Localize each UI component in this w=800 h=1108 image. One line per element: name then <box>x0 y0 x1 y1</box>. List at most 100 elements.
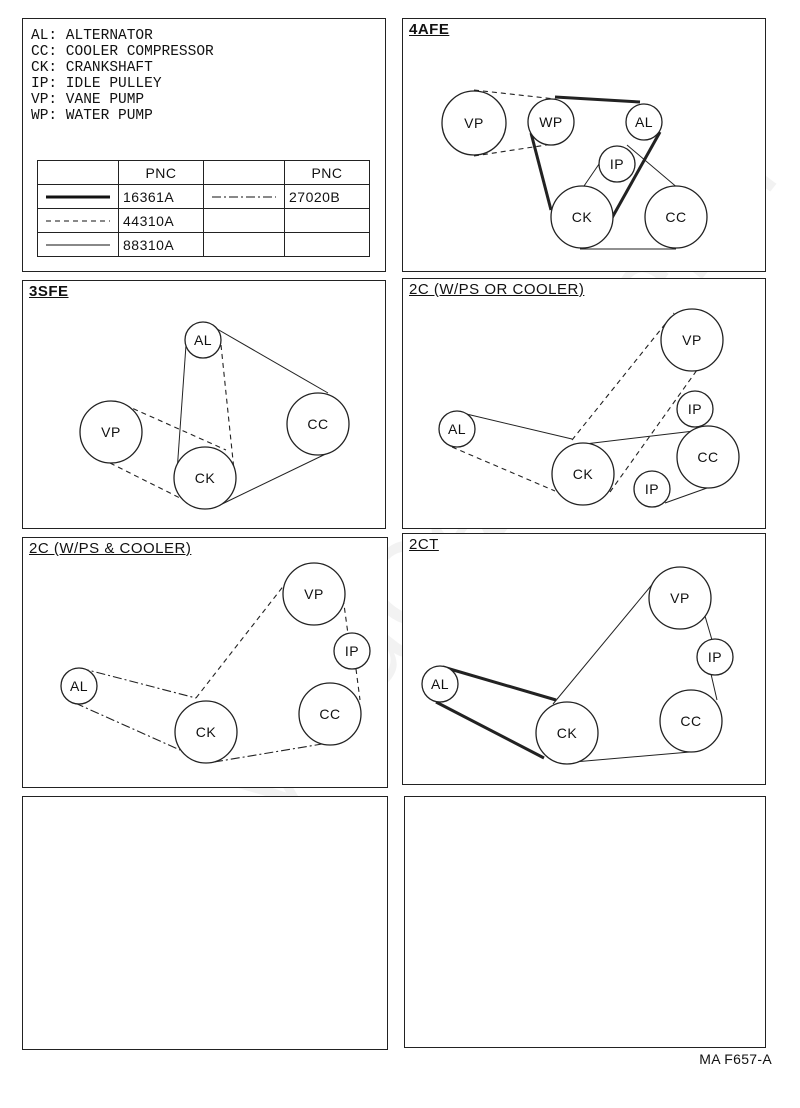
pulley-2c-and-al: AL <box>60 667 98 705</box>
svg-text:AL: AL <box>70 678 88 694</box>
belt-3sfe-al-cc <box>204 321 329 394</box>
pulley-2c-or-ip-bottom: IP <box>633 470 671 508</box>
svg-text:WP: WP <box>539 114 563 130</box>
svg-text:VP: VP <box>101 424 121 440</box>
panel-title-4afe: 4AFE <box>409 21 450 38</box>
belt-3sfe-ck-cc <box>219 449 335 506</box>
pulley-2ct-ip: IP <box>696 638 734 676</box>
svg-text:IP: IP <box>708 649 722 665</box>
pulley-2ct-vp: VP <box>648 566 712 630</box>
pnc-code-44310a: 44310A <box>118 208 204 233</box>
pnc-header-right: PNC <box>284 160 370 185</box>
svg-text:CK: CK <box>572 209 593 225</box>
svg-text:IP: IP <box>645 481 659 497</box>
legend-cc: CC: COOLER COMPRESSOR <box>31 44 214 60</box>
belt-2ct-ck-vp <box>552 574 661 705</box>
legend-al: AL: ALTERNATOR <box>31 28 153 44</box>
diagram-2ct: VP IP AL CC CK <box>421 566 734 765</box>
thick-line-sample <box>37 184 119 209</box>
pulley-2c-and-cc: CC <box>298 682 362 746</box>
svg-text:VP: VP <box>670 590 690 606</box>
figure-code: MA F657-A <box>699 1051 772 1067</box>
panel-empty-right <box>404 796 766 1048</box>
belt-2c-or-al-ck-bottom <box>451 446 556 492</box>
svg-text:AL: AL <box>448 421 466 437</box>
belt-2c-or-ck-cc-top <box>584 430 695 445</box>
pulley-2c-and-vp: VP <box>282 562 346 626</box>
belt-4afe-wp-al-top <box>554 95 641 104</box>
pulley-2c-or-al: AL <box>438 410 476 448</box>
diagram-4afe: VP WP AL IP CK CC <box>441 89 708 250</box>
svg-text:IP: IP <box>688 401 702 417</box>
pulley-2ct-ck: CK <box>535 701 599 765</box>
pulley-2c-or-vp: VP <box>660 308 724 372</box>
diagram-3sfe: AL VP CK CC <box>79 321 350 510</box>
belt-2ct-al-ck-top <box>442 665 557 702</box>
svg-text:VP: VP <box>682 332 702 348</box>
pulley-2ct-cc: CC <box>659 689 723 753</box>
svg-text:VP: VP <box>464 115 484 131</box>
belt-3sfe-vp-ck-top <box>124 404 227 451</box>
pulley-3sfe-vp: VP <box>79 400 143 464</box>
pulley-2c-or-ck: CK <box>551 442 615 506</box>
pulley-2c-and-ck: CK <box>174 700 238 764</box>
pulley-3sfe-al: AL <box>184 321 222 359</box>
legend-ip: IP: IDLE PULLEY <box>31 76 162 92</box>
belt-2c-and-vp-ip <box>341 589 349 635</box>
belt-2c-or-al-ck-top <box>457 411 573 440</box>
panel-empty-left <box>22 796 388 1050</box>
svg-text:CC: CC <box>665 209 686 225</box>
pulley-2c-or-cc: CC <box>676 425 740 489</box>
diagram-2c-or: VP IP AL CC CK IP <box>438 308 740 508</box>
pulley-3sfe-cc: CC <box>286 392 350 456</box>
belt-2c-and-al-ck-bottom <box>74 702 181 751</box>
pulley-2c-or-ip-top: IP <box>676 390 714 428</box>
belt-4afe-vp-wp-top <box>473 89 556 100</box>
pnc-table: PNC PNC 16361A 27020B 44310A <box>37 160 370 257</box>
svg-text:VP: VP <box>304 586 324 602</box>
svg-text:AL: AL <box>194 332 212 348</box>
pulley-4afe-ck: CK <box>550 185 614 249</box>
legend-panel: AL: ALTERNATOR CC: COOLER COMPRESSOR CK:… <box>22 18 386 272</box>
svg-text:IP: IP <box>610 156 624 172</box>
belt-2ct-al-ck-bottom <box>435 700 545 760</box>
belt-2c-and-al-ck-top <box>79 667 197 699</box>
svg-text:CK: CK <box>195 470 216 486</box>
svg-text:CC: CC <box>307 416 328 432</box>
svg-text:CK: CK <box>196 724 217 740</box>
svg-text:CC: CC <box>697 449 718 465</box>
belt-2c-and-ck-cc <box>213 741 335 763</box>
pulley-4afe-al: AL <box>625 103 663 141</box>
panel-title-2c-or: 2C (W/PS OR COOLER) <box>409 281 585 298</box>
diagram-2c-and: VP IP AL CC CK <box>60 562 371 764</box>
dashed-line-sample <box>37 208 119 233</box>
belt-2c-or-ck-vp-right <box>609 369 698 493</box>
belt-2c-or-ip-cc <box>664 487 708 504</box>
belt-2ct-vp-ip <box>704 615 713 641</box>
panel-title-2c-and: 2C (W/PS & COOLER) <box>29 540 192 557</box>
belt-4afe-vp-wp-bottom <box>473 143 554 157</box>
legend-vp: VP: VANE PUMP <box>31 92 145 108</box>
pulley-4afe-wp: WP <box>527 98 575 146</box>
panel-title-2ct: 2CT <box>409 536 439 553</box>
belt-2ct-ip-cc <box>710 673 718 701</box>
svg-text:CK: CK <box>557 725 578 741</box>
pulley-2ct-al: AL <box>421 665 459 703</box>
belt-3sfe-al-ck-left <box>176 344 187 473</box>
belt-2ct-ck-cc <box>573 751 691 763</box>
belt-4afe-al-ck <box>606 131 662 226</box>
pnc-header-left: PNC <box>118 160 204 185</box>
pulley-2c-and-ip: IP <box>333 632 371 670</box>
pulley-4afe-vp: VP <box>441 90 507 156</box>
belt-3sfe-al-ck-right <box>220 344 235 471</box>
svg-text:CC: CC <box>319 706 340 722</box>
legend-wp: WP: WATER PUMP <box>31 108 153 124</box>
svg-text:CC: CC <box>680 713 701 729</box>
pulley-4afe-cc: CC <box>644 185 708 249</box>
svg-text:AL: AL <box>431 676 449 692</box>
pnc-code-27020b: 27020B <box>284 184 370 209</box>
pulley-3sfe-ck: CK <box>173 446 237 510</box>
svg-text:IP: IP <box>345 643 359 659</box>
svg-text:CK: CK <box>573 466 594 482</box>
